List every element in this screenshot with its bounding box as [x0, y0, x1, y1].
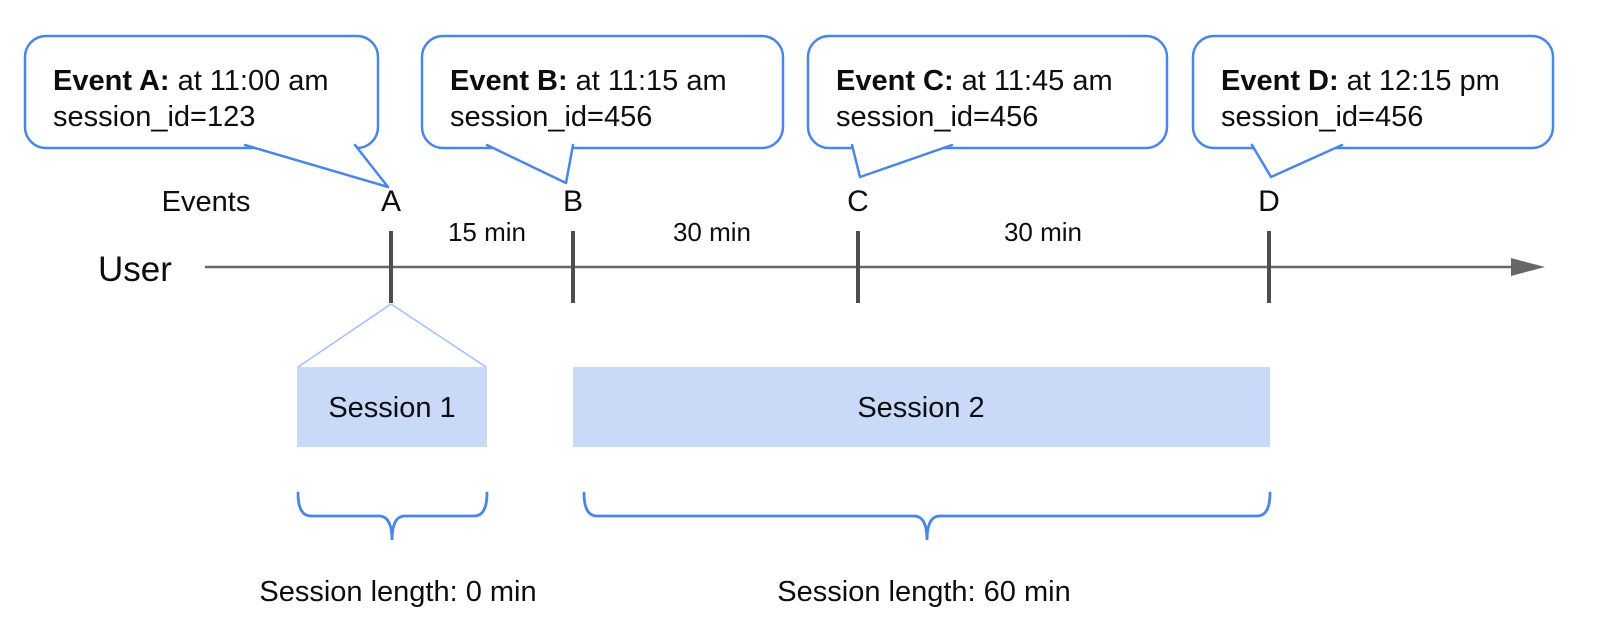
event-c-callout-line1: Event C:at 11:45 am [836, 65, 1113, 97]
event-a-session-id: session_id=123 [53, 101, 255, 133]
event-a-letter: A [381, 185, 401, 218]
session-1-length-label: Session length: 0 min [259, 576, 536, 608]
event-d-title: Event D: [1221, 65, 1339, 97]
event-d-callout-line1: Event D:at 12:15 pm [1221, 65, 1500, 97]
session1-funnel-left-line [297, 303, 392, 368]
interval-c-d-label: 30 min [1004, 217, 1082, 247]
user-timeline-label: User [98, 250, 172, 289]
event-b-session-id: session_id=456 [450, 101, 652, 133]
event-b-letter: B [563, 185, 583, 218]
interval-b-c-label: 30 min [673, 217, 751, 247]
event-a-callout: Event A:at 11:00 am session_id=123 [23, 34, 390, 189]
event-c-title: Event C: [836, 65, 954, 97]
session-1-brace [296, 491, 489, 541]
session-1-bar: Session 1 [297, 367, 487, 447]
event-a-time: at 11:00 am [178, 65, 329, 97]
event-b-time: at 11:15 am [576, 65, 727, 97]
event-a-callout-box [23, 34, 380, 150]
session-1-label: Session 1 [328, 392, 455, 424]
events-row-label: Events [162, 186, 251, 218]
event-b-title: Event B: [450, 65, 568, 97]
session1-funnel-right-line [390, 303, 487, 368]
event-d-time: at 12:15 pm [1347, 65, 1500, 97]
session-2-label: Session 2 [857, 392, 984, 424]
event-b-callout: Event B:at 11:15 am session_id=456 [420, 34, 785, 185]
event-b-callout-box [420, 34, 785, 150]
timeline-arrowhead-icon [1511, 258, 1545, 276]
event-a-callout-line1: Event A:at 11:00 am [53, 65, 329, 97]
session-2-bar: Session 2 [573, 367, 1270, 447]
interval-a-b-label: 15 min [448, 217, 526, 247]
event-d-callout-box [1191, 34, 1555, 150]
event-c-callout-box [806, 34, 1169, 150]
event-d-letter: D [1258, 185, 1280, 218]
event-c-session-id: session_id=456 [836, 101, 1038, 133]
session-1-rect [297, 367, 487, 447]
session-2-length-label: Session length: 60 min [777, 576, 1070, 608]
event-a-title: Event A: [53, 65, 170, 97]
session-2-brace [582, 491, 1272, 541]
event-d-session-id: session_id=456 [1221, 101, 1423, 133]
event-c-time: at 11:45 am [962, 65, 1113, 97]
event-a-callout-tail [243, 143, 390, 189]
event-b-callout-line1: Event B:at 11:15 am [450, 65, 727, 97]
event-c-callout-tail [850, 143, 954, 179]
session-2-rect [573, 367, 1270, 447]
event-d-callout: Event D:at 12:15 pm session_id=456 [1191, 34, 1555, 179]
event-c-letter: C [847, 185, 869, 218]
event-c-callout: Event C:at 11:45 am session_id=456 [806, 34, 1169, 179]
event-b-callout-tail [485, 143, 575, 185]
event-d-callout-tail [1250, 143, 1344, 179]
